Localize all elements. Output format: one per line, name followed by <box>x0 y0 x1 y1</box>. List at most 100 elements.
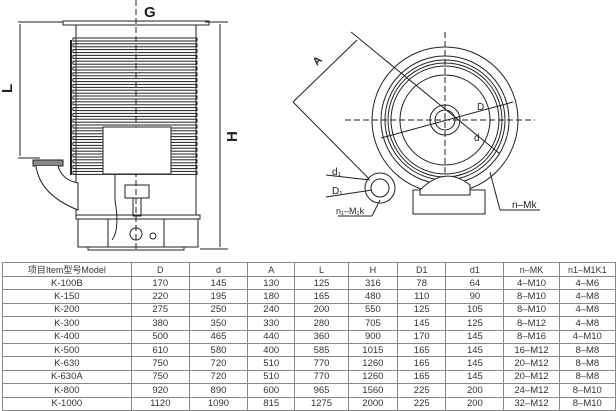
value-cell: 8–M10 <box>558 383 616 398</box>
value-cell: 900 <box>347 329 399 344</box>
label-D1: D₁ <box>332 186 343 197</box>
value-cell: 220 <box>130 289 190 304</box>
coil-turn <box>72 118 198 123</box>
value-cell: 145 <box>445 329 505 344</box>
value-cell: 1275 <box>294 396 349 411</box>
coil-turn <box>72 95 198 100</box>
heater-box <box>102 126 172 175</box>
label-H: H <box>224 131 241 142</box>
column-header: A <box>247 262 296 277</box>
coil-turn <box>72 112 198 117</box>
value-cell: 890 <box>188 383 249 398</box>
value-cell: 90 <box>445 289 505 304</box>
value-cell: 145 <box>188 275 249 291</box>
coil-turn <box>72 60 198 65</box>
coil-turn <box>72 89 198 94</box>
value-cell: 350 <box>188 316 249 331</box>
value-cell: 400 <box>247 342 296 358</box>
value-cell: 580 <box>188 342 249 358</box>
value-cell: 360 <box>294 329 349 344</box>
value-cell: 1260 <box>347 369 399 385</box>
value-cell: 8–M8 <box>558 369 616 385</box>
value-cell: 380 <box>130 316 190 331</box>
value-cell: 510 <box>247 356 296 371</box>
value-cell: 240 <box>247 302 296 318</box>
model-cell: K-1000 <box>2 396 132 411</box>
value-cell: 20–M12 <box>503 369 560 385</box>
model-cell: K-150 <box>2 289 132 304</box>
value-cell: 145 <box>445 356 505 371</box>
value-cell: 1015 <box>347 342 399 358</box>
value-cell: 170 <box>397 329 447 344</box>
value-cell: 8–M10 <box>558 396 616 411</box>
top-view: A D d d₁ D₁ n₁–M₁k n–Mk <box>292 31 540 217</box>
column-header: n1–M1K1 <box>558 262 616 277</box>
value-cell: 1260 <box>347 356 399 371</box>
column-header: L <box>294 262 349 277</box>
value-cell: 2000 <box>347 396 399 411</box>
value-cell: 125 <box>397 302 447 318</box>
coil-turn <box>72 43 198 48</box>
model-cell: K-630A <box>2 369 132 385</box>
value-cell: 585 <box>294 342 349 358</box>
value-cell: 465 <box>188 329 249 344</box>
column-header: d <box>188 262 249 277</box>
value-cell: 125 <box>294 275 349 291</box>
label-L: L <box>0 84 16 93</box>
coil-turn <box>72 37 198 42</box>
value-cell: 965 <box>294 383 349 398</box>
label-A: A <box>311 54 325 68</box>
value-cell: 1090 <box>188 396 249 411</box>
column-header: D <box>130 262 190 277</box>
value-cell: 8–M10 <box>503 302 560 318</box>
coil-turn <box>72 54 198 59</box>
value-cell: 24–M12 <box>503 383 560 398</box>
value-cell: 770 <box>294 356 349 371</box>
value-cell: 510 <box>247 369 296 385</box>
base-plate <box>75 214 201 220</box>
value-cell: 8–M16 <box>503 329 560 344</box>
column-header: d1 <box>445 262 505 277</box>
model-cell: K-300 <box>2 316 132 331</box>
value-cell: 180 <box>247 289 296 304</box>
value-cell: 610 <box>130 342 190 358</box>
value-cell: 4–M10 <box>503 275 560 291</box>
model-cell: K-800 <box>2 383 132 398</box>
value-cell: 130 <box>247 275 296 291</box>
value-cell: 750 <box>130 369 190 385</box>
model-cell: K-400 <box>2 329 132 344</box>
value-cell: 165 <box>397 342 447 358</box>
coil-turn <box>72 72 198 77</box>
value-cell: 145 <box>397 316 447 331</box>
label-D: D <box>477 102 484 113</box>
value-cell: 64 <box>445 275 505 291</box>
value-cell: 920 <box>130 383 190 398</box>
coil-turn <box>72 107 198 112</box>
value-cell: 195 <box>188 289 249 304</box>
model-cell: K-630 <box>2 356 132 371</box>
value-cell: 165 <box>397 356 447 371</box>
label-d1: d₁ <box>332 167 342 178</box>
value-cell: 720 <box>188 356 249 371</box>
label-G: G <box>144 4 156 21</box>
value-cell: 20–M12 <box>503 356 560 371</box>
value-cell: 4–M8 <box>558 316 616 331</box>
foreline-flange <box>32 159 64 167</box>
label-n1-M1k: n₁–M₁k <box>336 206 365 216</box>
value-cell: 165 <box>294 289 349 304</box>
value-cell: 16–M12 <box>503 342 560 358</box>
side-flange <box>364 172 396 204</box>
value-cell: 4–M6 <box>558 275 616 291</box>
value-cell: 8–M12 <box>503 316 560 331</box>
column-header: n–MK <box>503 262 560 277</box>
value-cell: 32–M12 <box>503 396 560 411</box>
value-cell: 280 <box>294 316 349 331</box>
value-cell: 225 <box>397 396 447 411</box>
